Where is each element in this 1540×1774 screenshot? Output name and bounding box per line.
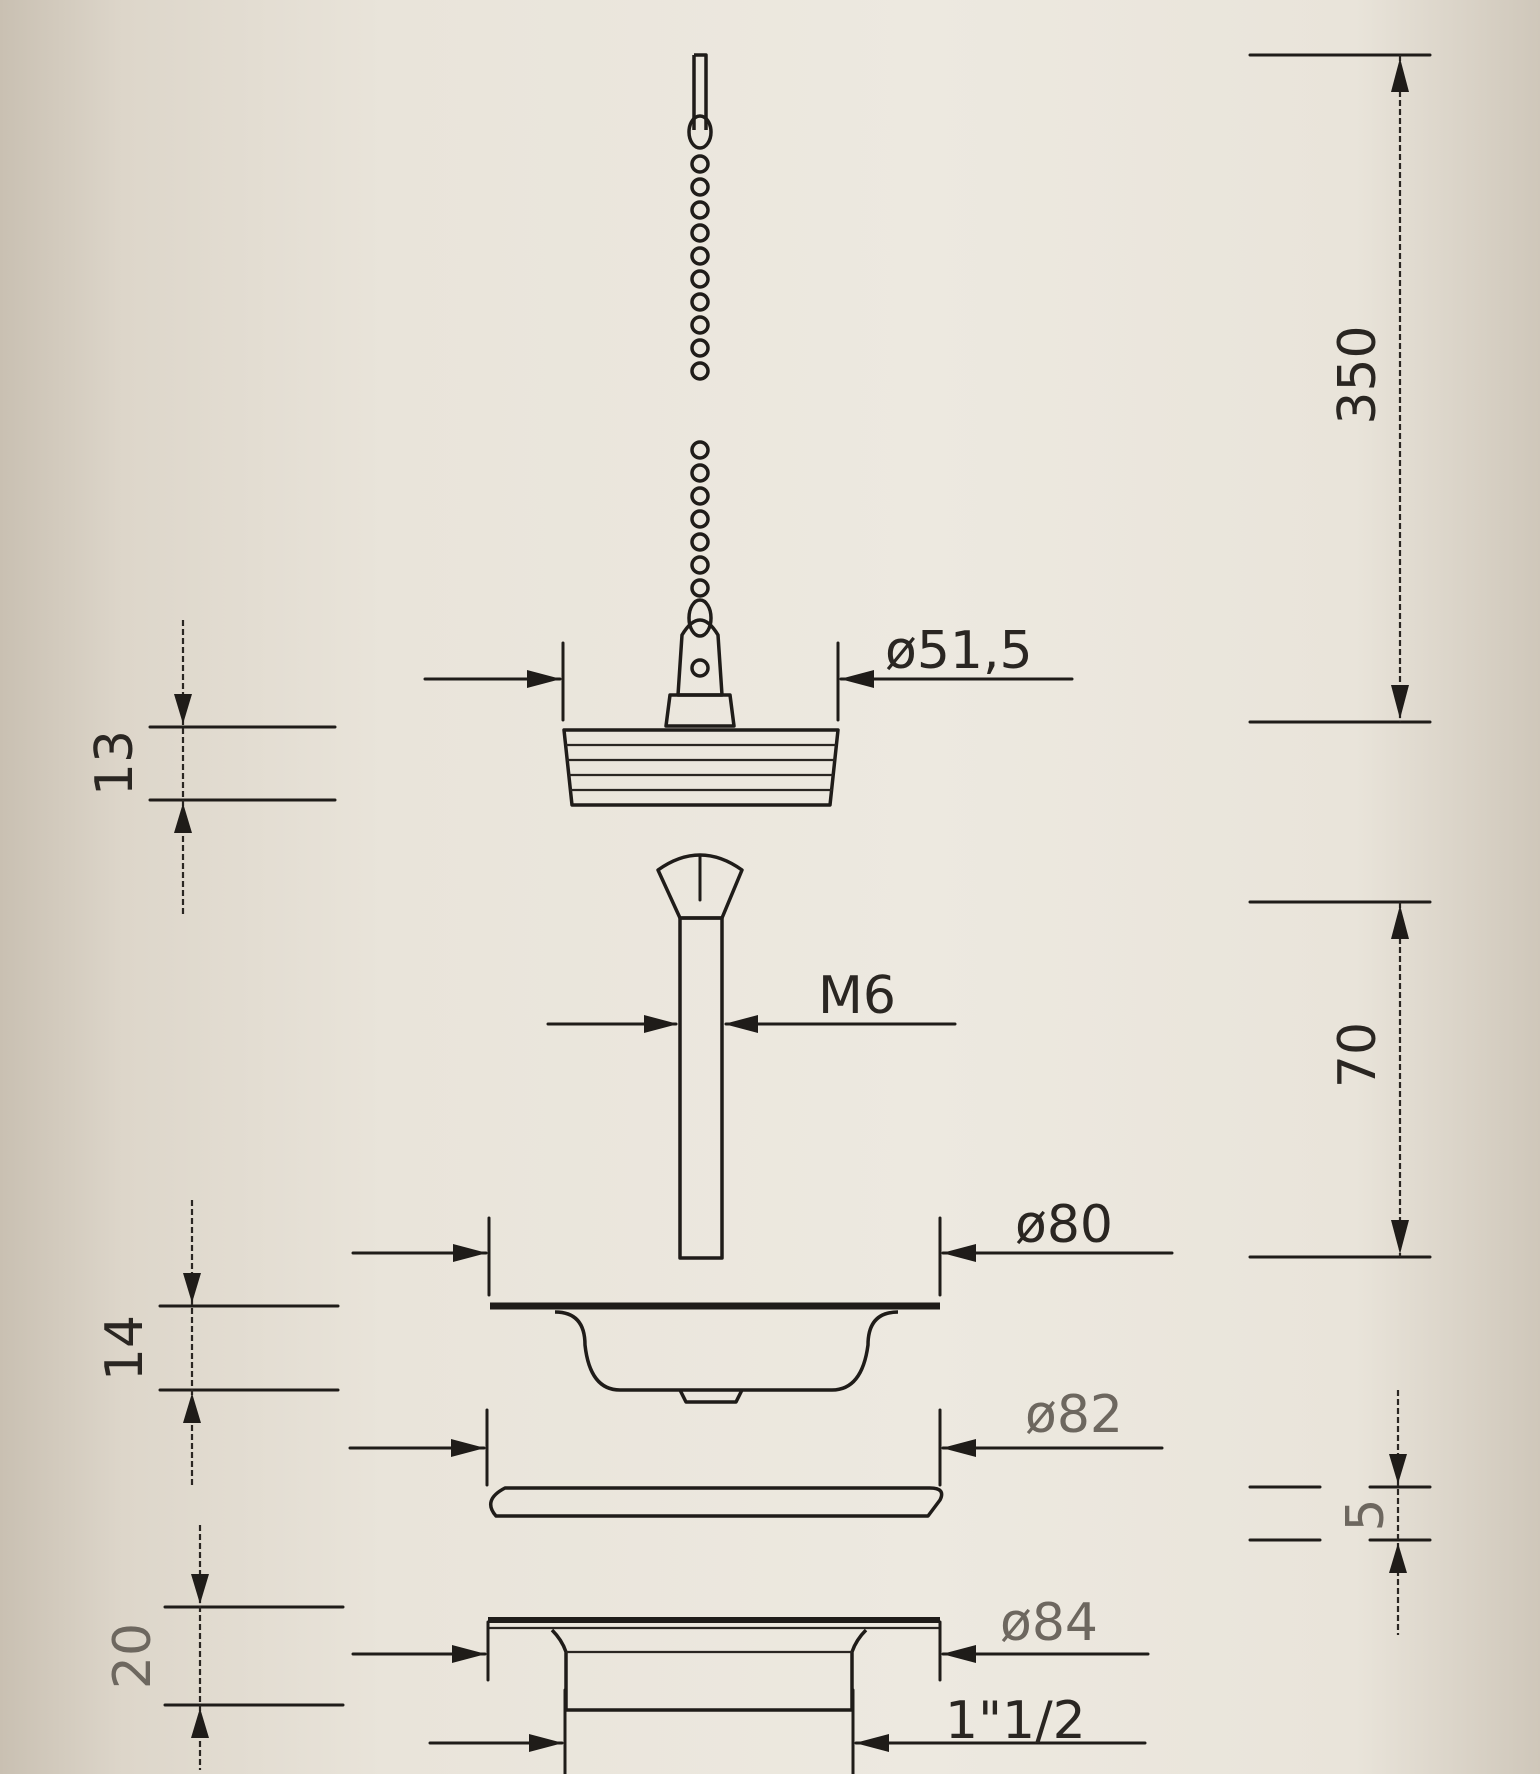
dim-gasket-diameter: ø82	[348, 1385, 1164, 1487]
plug	[562, 618, 840, 807]
chain	[687, 53, 713, 638]
dim-plug-diameter: ø51,5	[423, 621, 1074, 722]
dim-screw-thread: M6	[546, 966, 957, 1033]
dim-51-5-label: ø51,5	[885, 621, 1033, 681]
dim-82-label: ø82	[1025, 1385, 1123, 1445]
drain-body	[488, 1617, 940, 1712]
dim-84-label: ø84	[1000, 1593, 1098, 1653]
dim-thread-size: 1"1/2	[428, 1688, 1147, 1774]
dim-20-label: 20	[103, 1623, 163, 1689]
dim-grid-height: 14	[95, 1200, 340, 1485]
dim-body-height: 20	[103, 1525, 345, 1770]
dim-body-diameter: ø84	[351, 1593, 1150, 1682]
dim-gasket-thickness: 5	[1248, 1390, 1432, 1635]
dim-13-label: 13	[85, 730, 145, 796]
gasket	[488, 1486, 944, 1518]
chain-beads-upper	[690, 154, 710, 381]
dim-grid-diameter: ø80	[351, 1195, 1174, 1297]
dim-thread-label: 1"1/2	[945, 1691, 1086, 1751]
dim-350-label: 350	[1328, 325, 1388, 424]
chain-beads-lower	[690, 440, 710, 598]
dim-5-label: 5	[1336, 1498, 1396, 1531]
dim-14-label: 14	[95, 1315, 155, 1381]
dim-screw-length: 70	[1248, 900, 1432, 1259]
dim-plug-height: 13	[85, 620, 337, 915]
strainer-grid	[490, 1302, 940, 1404]
dim-chain-length: 350	[1248, 53, 1432, 724]
dim-80-label: ø80	[1015, 1195, 1113, 1255]
screw	[656, 853, 744, 1260]
dim-70-label: 70	[1328, 1022, 1388, 1088]
dim-m6-label: M6	[818, 966, 896, 1026]
